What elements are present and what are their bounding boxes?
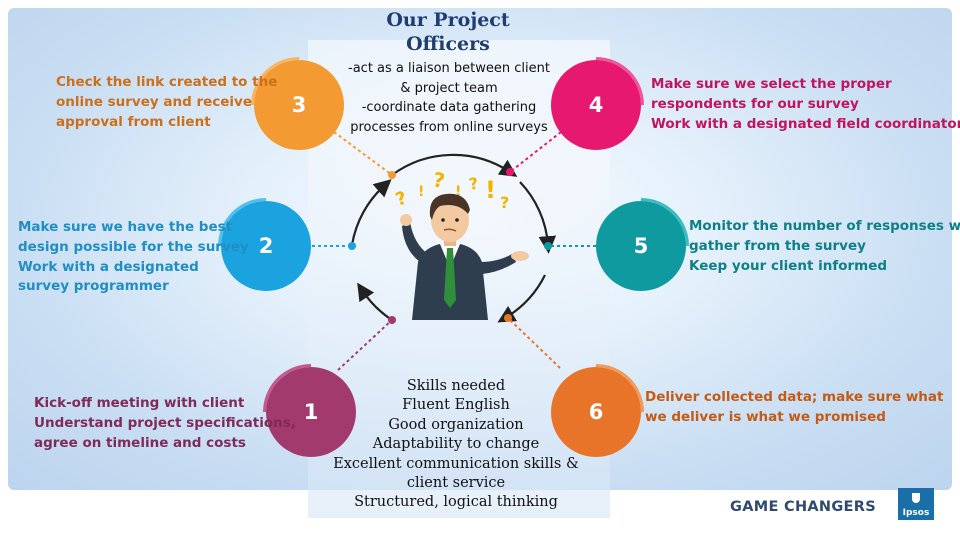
step-line: Deliver collected data; make sure what (645, 389, 944, 405)
link-1 (337, 319, 393, 371)
step-number: 4 (588, 93, 604, 117)
step-3-circle: 3 (251, 57, 344, 150)
step-line: we deliver is what we promised (645, 408, 886, 425)
page-title: Our Project Officers (330, 8, 566, 56)
step-2-description: Make sure we have the best design possib… (18, 218, 249, 297)
step-line: agree on timeline and costs (34, 434, 246, 451)
step-number: 6 (588, 400, 604, 424)
skills-line: Skills needed (406, 378, 506, 394)
thought-marks-icon: ? ! ? ! ? ! ? (393, 167, 509, 212)
step-5-circle: 5 (596, 198, 689, 291)
step-line: Work with a designated field coordinator (651, 115, 960, 132)
link-4 (509, 131, 562, 173)
skills-line: Adaptability to change (372, 436, 540, 453)
step-line: design possible for the survey (18, 238, 249, 255)
step-line: Kick-off meeting with client (34, 395, 245, 411)
title-line-2: Officers (406, 33, 490, 55)
step-number: 5 (633, 234, 649, 258)
link-dots (348, 168, 552, 324)
step-line: online survey and receive (56, 93, 253, 110)
skills-line: client service (406, 475, 506, 492)
ipsos-logo: Ipsos (898, 488, 934, 520)
step-1-circle: 1 (263, 364, 356, 457)
step-line: Check the link created to the (56, 74, 278, 90)
step-number: 1 (303, 400, 319, 424)
businessman-icon (400, 193, 529, 320)
officer-line: & project team (400, 80, 498, 96)
skills-needed: Skills needed Fluent English Good organi… (306, 377, 606, 513)
svg-text:!: ! (418, 184, 424, 200)
game-changers-tagline: GAME CHANGERS (730, 499, 876, 515)
step-4-circle: 4 (551, 57, 644, 150)
officer-line: processes from online surveys (350, 119, 548, 135)
officer-line: -act as a liaison between client (348, 61, 550, 76)
step-4-description: Make sure we select the proper responden… (651, 75, 960, 134)
svg-text:?: ? (500, 193, 509, 212)
svg-text:!: ! (455, 184, 461, 200)
officer-line: -coordinate data gathering (361, 100, 537, 115)
skills-line: Structured, logical thinking (354, 494, 558, 511)
step-line: Make sure we select the proper (651, 76, 892, 92)
step-6-circle: 6 (551, 364, 644, 457)
svg-text:?: ? (467, 174, 479, 194)
step-number: 2 (258, 234, 274, 258)
step-5-description: Monitor the number of responses we gathe… (689, 217, 960, 276)
step-line: Make sure we have the best (18, 219, 233, 235)
step-1-description: Kick-off meeting with client Understand … (34, 394, 296, 453)
step-line: Monitor the number of responses we (689, 218, 960, 234)
step-line: gather from the survey (689, 237, 866, 254)
officer-description: -act as a liaison between client & proje… (334, 59, 564, 137)
skills-line: Fluent English (402, 397, 510, 414)
step-line: approval from client (56, 113, 211, 130)
svg-text:!: ! (485, 176, 496, 204)
svg-text:?: ? (393, 188, 409, 211)
step-line: respondents for our survey (651, 95, 859, 112)
link-3 (333, 131, 393, 176)
step-line: Keep your client informed (689, 257, 888, 274)
step-6-description: Deliver collected data; make sure what w… (645, 388, 943, 428)
step-line: survey programmer (18, 278, 169, 295)
title-line-1: Our Project (386, 9, 510, 31)
ipsos-logo-text: Ipsos (902, 508, 930, 518)
step-2-circle: 2 (218, 198, 311, 291)
step-number: 3 (291, 93, 307, 117)
link-6 (507, 317, 561, 369)
step-line: Work with a designated (18, 258, 199, 275)
step-3-description: Check the link created to the online sur… (56, 73, 277, 132)
svg-text:?: ? (431, 167, 447, 193)
skills-line: Good organization (388, 416, 524, 433)
step-line: Understand project specifications, (34, 414, 296, 431)
skills-line: Excellent communication skills & (333, 455, 579, 472)
